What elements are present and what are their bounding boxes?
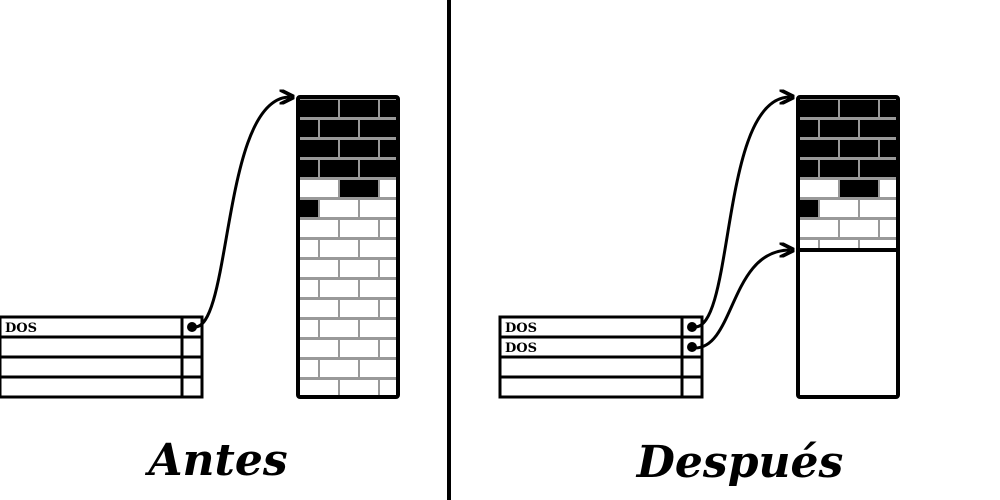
used-block [840,140,878,157]
table-border [0,315,204,399]
free-block [820,240,858,250]
free-block [300,360,318,377]
free-block [340,220,378,237]
used-block [860,120,898,137]
free-block [340,340,378,357]
free-block [360,280,398,297]
used-block [320,120,358,137]
free-block [360,200,398,217]
pointer-dot-icon [187,322,197,332]
used-block [300,200,318,217]
free-block [820,200,858,217]
used-block [800,120,818,137]
free-block [300,320,318,337]
disk-border [296,95,400,399]
used-block [860,160,898,177]
free-block [300,180,338,197]
after-label: Después [635,437,843,488]
free-block [360,320,398,337]
free-block [300,300,338,317]
used-block [800,160,818,177]
after-panel: DOS DOS Después [498,95,900,488]
table-row[interactable]: DOS [5,321,197,336]
free-block [380,380,398,397]
used-block [380,140,398,157]
before-label: Antes [144,435,287,486]
free-block [380,220,398,237]
free-block [380,260,398,277]
used-block [300,120,318,137]
free-block [320,320,358,337]
free-block [340,380,378,397]
disk-column [796,95,900,399]
free-block [300,380,338,397]
free-block [880,220,898,237]
partition-type: DOS [5,321,37,336]
pointer-dot-icon [687,322,697,332]
free-block [320,200,358,217]
partition-type: DOS [505,341,537,356]
used-block [340,180,378,197]
free-block [320,240,358,257]
used-block [800,100,838,117]
free-block [380,300,398,317]
used-block [360,160,398,177]
partition-table: DOS DOS [498,315,704,399]
used-block [300,140,338,157]
free-block [300,340,338,357]
free-block [860,200,898,217]
used-block [340,140,378,157]
table-border [498,315,704,399]
free-block [320,360,358,377]
free-block [800,220,838,237]
used-block [360,120,398,137]
free-block [360,240,398,257]
free-block [340,300,378,317]
used-block [320,160,358,177]
free-block [800,180,838,197]
free-block [300,260,338,277]
table-row[interactable]: DOS [505,341,697,356]
pointer-arrow-2 [694,250,790,350]
used-block [840,180,878,197]
used-block [300,100,338,117]
disk-column [296,95,400,399]
free-block [840,220,878,237]
brick-area [798,97,898,250]
used-block [820,160,858,177]
used-block [800,200,818,217]
free-block [860,240,898,250]
partition-table: DOS [0,315,204,399]
free-block [300,220,338,237]
used-block [380,100,398,117]
used-block [840,100,878,117]
used-block [880,140,898,157]
used-block [880,100,898,117]
used-block [800,140,838,157]
free-block [300,280,318,297]
free-block [800,240,818,250]
before-panel: DOS Antes [0,95,400,486]
pointer-arrow [194,97,290,329]
free-block [880,180,898,197]
free-block [380,340,398,357]
brick-area [298,97,398,397]
used-block [300,160,318,177]
free-block [300,240,318,257]
free-block [320,280,358,297]
used-block [340,100,378,117]
pointer-dot-icon [687,342,697,352]
used-block [820,120,858,137]
free-block [380,180,398,197]
free-block [340,260,378,277]
table-row[interactable]: DOS [505,321,697,336]
pointer-arrow-1 [694,97,790,329]
disk-border [796,95,900,399]
free-block [360,360,398,377]
partition-type: DOS [505,321,537,336]
